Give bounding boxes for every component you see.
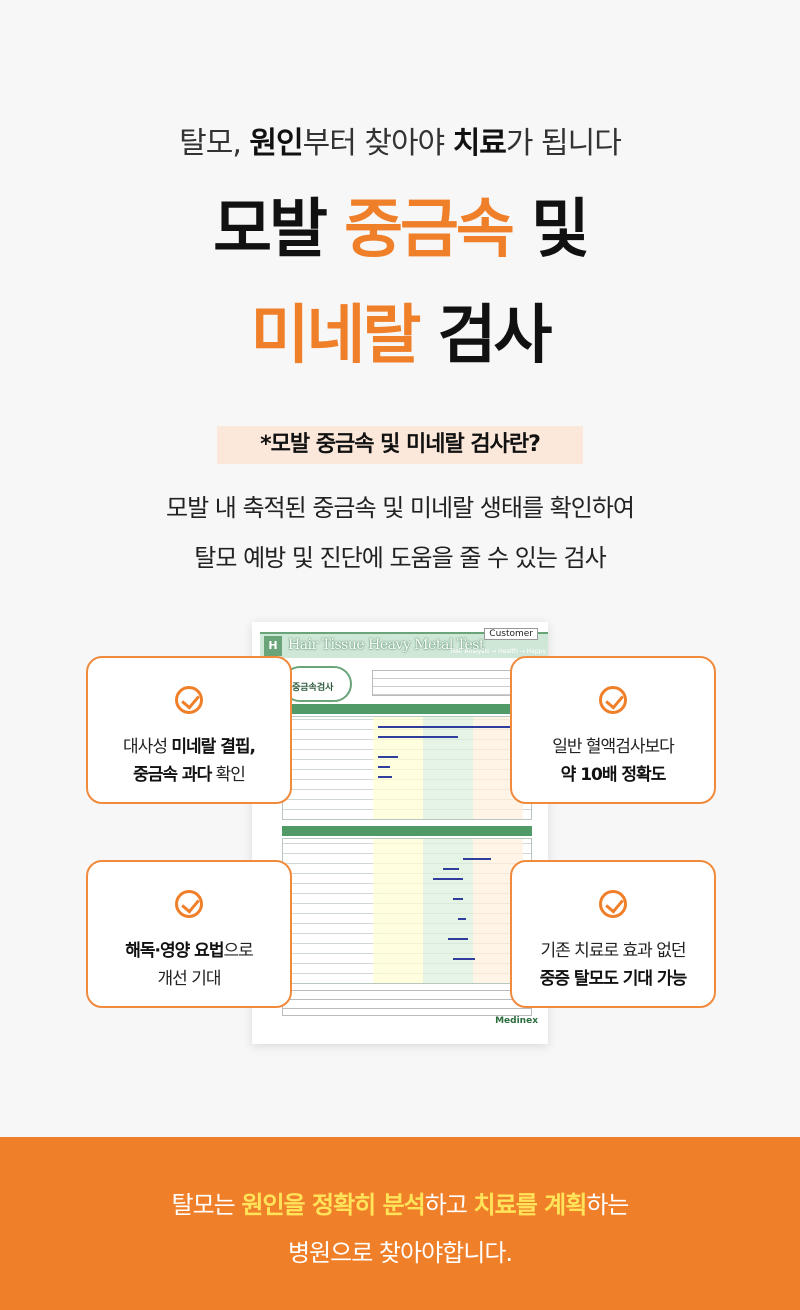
- card-bold: 해독·영양 요법: [125, 941, 224, 961]
- card-line: 대사성 미네랄 결핍,: [88, 732, 290, 757]
- report-customer-tag: Customer: [484, 628, 538, 640]
- feature-card-accuracy: 일반 혈액검사보다 약 10배 정확도: [510, 656, 716, 804]
- card-text: 일반 혈액검사보다: [552, 737, 675, 757]
- report-title: Hair Tissue Heavy Metal Test: [288, 637, 485, 653]
- headline-highlight-heavy-metal: 중금속: [344, 193, 515, 267]
- check-circle-icon: [599, 686, 627, 714]
- intro-bold-treatment: 치료: [452, 126, 507, 161]
- report-logo-icon: H: [264, 636, 282, 656]
- card-line: 해독·영양 요법으로: [88, 936, 290, 961]
- report-heavy-metal-grid: [282, 716, 532, 820]
- report-badge: 중금속검사: [282, 666, 352, 702]
- card-bold: 중금속 과다: [133, 765, 212, 785]
- intro-subtitle: 탈모, 원인부터 찾아야 치료가 됩니다: [0, 118, 800, 162]
- check-circle-icon: [599, 890, 627, 918]
- headline-highlight-mineral: 미네랄: [250, 299, 422, 373]
- headline-line2: 미네랄 검사: [0, 284, 800, 376]
- banner-highlight: 치료를 계획: [473, 1191, 588, 1219]
- report-bar: [378, 776, 392, 778]
- banner-line1: 탈모는 원인을 정확히 분석하고 치료를 계획하는: [0, 1185, 800, 1220]
- card-line: 기존 치료로 효과 없던: [512, 936, 714, 961]
- banner-line2: 병원으로 찾아야합니다.: [287, 1239, 513, 1267]
- report-section-bar: [282, 704, 532, 714]
- card-line: 중증 탈모도 기대 가능: [512, 964, 714, 989]
- description-line1: 모발 내 축적된 중금속 및 미네랄 생태를 확인하여: [165, 494, 635, 522]
- card-line: 개선 기대: [88, 964, 290, 989]
- report-subtitle: Hair Analysis → Health → Happy: [450, 648, 546, 655]
- intro-text: 가 됩니다: [505, 126, 622, 161]
- report-footer-table: [282, 990, 532, 1016]
- feature-card-severe-hair-loss: 기존 치료로 효과 없던 중증 탈모도 기대 가능: [510, 860, 716, 1008]
- report-bar: [433, 878, 463, 880]
- report-bar: [448, 938, 468, 940]
- banner-text: 하고: [424, 1191, 474, 1219]
- headline-text: 검사: [418, 299, 553, 373]
- report-bar: [458, 918, 466, 920]
- card-text: 확인: [211, 765, 246, 785]
- test-report-image: H Hair Tissue Heavy Metal Test Customer …: [252, 622, 548, 1044]
- intro-bold-cause: 원인: [249, 126, 303, 161]
- bottom-banner: 탈모는 원인을 정확히 분석하고 치료를 계획하는 병원으로 찾아야합니다.: [0, 1137, 800, 1310]
- headline-line1: 모발 중금속 및: [0, 178, 800, 270]
- banner-text: 하는: [586, 1191, 629, 1219]
- report-mineral-grid: [282, 838, 532, 984]
- banner-highlight: 원인을 정확히 분석: [241, 1191, 425, 1219]
- intro-text: 부터 찾아야: [302, 126, 453, 161]
- feature-card-mineral-deficiency: 대사성 미네랄 결핍, 중금속 과다 확인: [86, 656, 292, 804]
- card-text: 으로: [223, 941, 253, 961]
- banner-text: 탈모는: [171, 1191, 242, 1219]
- report-brand-logo: Medinex: [495, 1016, 538, 1026]
- card-line: 약 10배 정확도: [512, 760, 714, 785]
- report-bar: [463, 858, 491, 860]
- report-bar: [453, 898, 463, 900]
- card-line: 일반 혈액검사보다: [512, 732, 714, 757]
- headline-text: 모발: [213, 193, 345, 267]
- check-circle-icon: [175, 686, 203, 714]
- report-bar: [443, 868, 459, 870]
- card-text: 개선 기대: [157, 969, 222, 989]
- feature-card-detox-therapy: 해독·영양 요법으로 개선 기대: [86, 860, 292, 1008]
- intro-text: 탈모,: [179, 126, 250, 161]
- card-bold: 중증 탈모도 기대 가능: [539, 969, 688, 989]
- report-bar: [378, 756, 398, 758]
- card-text: 기존 치료로 효과 없던: [540, 941, 687, 961]
- card-line: 중금속 과다 확인: [88, 760, 290, 785]
- question-label: *모발 중금속 및 미네랄 검사란?: [217, 426, 583, 464]
- card-bold: 미네랄 결핍,: [171, 737, 256, 757]
- headline-text: 및: [511, 193, 590, 267]
- report-section-bar: [282, 826, 532, 836]
- card-bold: 약 10배 정확도: [560, 765, 667, 785]
- card-text: 대사성: [123, 737, 172, 757]
- report-bar: [378, 766, 390, 768]
- report-bar: [378, 726, 528, 728]
- report-bar: [378, 736, 458, 738]
- report-bar: [453, 958, 475, 960]
- description-line2: 탈모 예방 및 진단에 도움을 줄 수 있는 검사: [194, 544, 606, 572]
- check-circle-icon: [175, 890, 203, 918]
- report-header: H Hair Tissue Heavy Metal Test Customer …: [260, 628, 548, 658]
- report-badge-text: 중금속검사: [292, 683, 334, 693]
